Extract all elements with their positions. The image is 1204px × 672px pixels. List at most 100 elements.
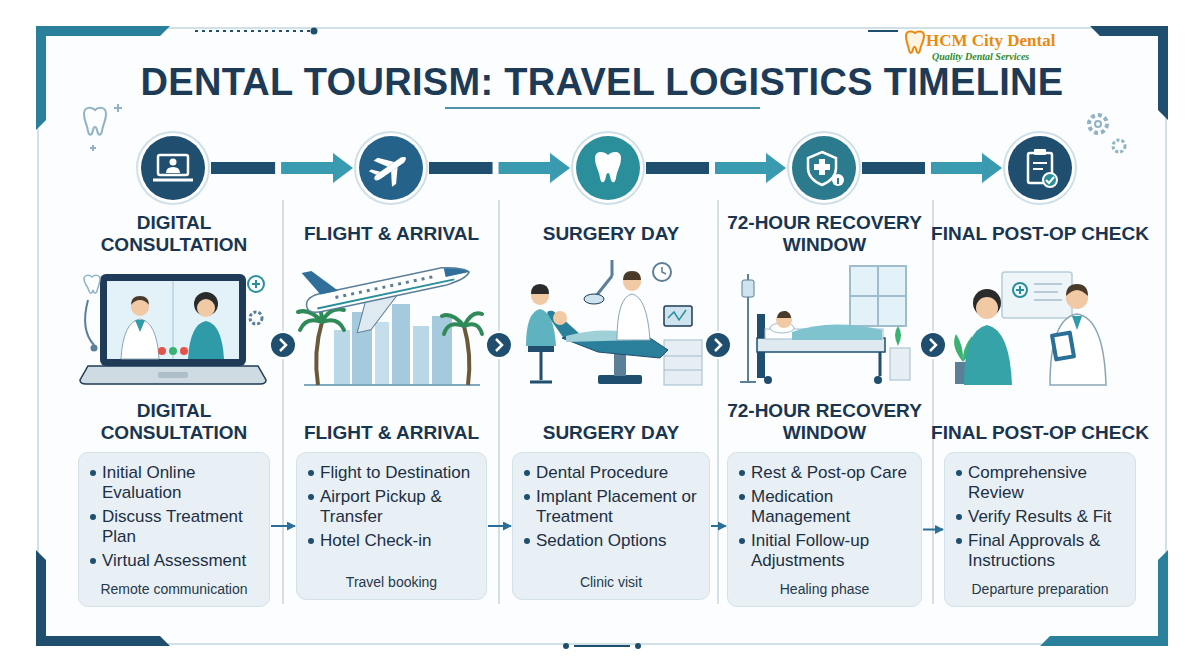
step-heading: SURGERY DAY [496,208,726,260]
step-icon [141,136,205,200]
post-op-check-illustration [1013,283,1027,297]
card-heading: FINAL POST-OP CHECK [930,422,1150,452]
step-card: FINAL POST-OP CHECKComprehensive ReviewV… [930,422,1150,607]
video-call-illustration [85,300,94,345]
flight-illustration [302,266,338,297]
step-icon [170,159,177,166]
video-call-illustration [255,280,257,288]
step-heading: 72-HOUR RECOVERY WINDOW [711,208,938,260]
step-icon [385,167,406,187]
video-call-illustration [248,276,264,292]
flight-illustration [334,330,350,385]
dental-clinic-illustration [531,284,549,294]
recovery-illustration [764,376,772,384]
video-call-illustration [169,347,177,355]
bullet-item: Initial Follow-up Adjustments [736,531,913,571]
post-op-check-illustration [1034,291,1058,293]
column-divider [932,359,934,604]
bullet-item: Virtual Assessment [87,551,261,571]
video-call-illustration [194,292,218,316]
step-arrow-bar [862,162,925,174]
flight-illustration [413,326,429,385]
page-frame [38,28,1166,644]
recovery-illustration [777,311,791,318]
video-call-illustration [80,274,266,384]
dental-clinic-illustration [598,375,642,384]
step-card: FLIGHT & ARRIVALFlight to DestinationAir… [282,422,501,600]
corner-icons [84,108,106,135]
step-icon [832,174,844,186]
flight-illustration [317,279,454,308]
dental-clinic-illustration [530,381,552,384]
card-footer: Departure preparation [953,575,1127,598]
bullet-item: Dental Procedure [521,463,701,483]
corner-icons [1095,121,1101,127]
video-call-illustration [121,319,159,359]
recovery-illustration [850,295,906,297]
post-op-check-illustration [1054,335,1071,357]
post-op-check-illustration [1034,283,1062,285]
bullet-item: Medication Management [736,487,913,527]
bullet-item: Final Approvals & Instructions [953,531,1127,571]
step-arrow-bar [715,162,766,174]
recovery-illustration [742,280,754,297]
flight-illustration [300,239,477,342]
video-call-illustration [158,372,188,378]
flight-illustration [442,313,482,334]
post-op-check-illustration [954,272,1106,385]
bullet-item: Discuss Treatment Plan [87,507,261,547]
step-arrow-bar [499,162,550,174]
dental-clinic-illustration [668,310,686,320]
post-op-check-illustration [1050,330,1077,361]
bullet-item: Airport Pickup & Transfer [305,487,478,527]
page-frame [635,643,641,649]
dental-clinic-illustration [526,309,556,346]
video-call-illustration [135,320,145,332]
dental-clinic-illustration [664,356,702,357]
dental-clinic-illustration [553,311,567,325]
chevron-button [706,333,730,357]
card-panel: Comprehensive ReviewVerify Results & Fit… [944,452,1136,607]
card-panel: Rest & Post-op CareMedication Management… [727,452,922,607]
corner-icons [1113,140,1125,152]
post-op-check-illustration [1050,314,1106,385]
step-arrow-bar [429,162,493,174]
page-frame [1090,26,1168,120]
diagram-title: DENTAL TOURISM: TRAVEL LOGISTICS TIMELIN… [141,62,1064,102]
dental-clinic-illustration [611,260,614,276]
dental-clinic-illustration [664,370,702,371]
logo-tooth [906,31,924,52]
step-icon [837,178,839,184]
step-icon [1046,177,1054,183]
dental-clinic-illustration [540,352,543,380]
column-divider [498,200,500,331]
step-icon [576,136,640,200]
column-divider [932,200,934,331]
column-divider [282,200,284,331]
card-panel: Flight to DestinationAirport Pickup & Tr… [296,452,487,600]
step-icon [158,155,188,175]
post-op-check-illustration [1066,284,1088,296]
page-frame [195,30,310,32]
column-divider [717,359,719,604]
step-card: SURGERY DAYDental ProcedureImplant Place… [498,422,724,600]
step-icon [137,132,1076,204]
card-heading: SURGERY DAY [498,422,724,452]
step-arrow-head [766,153,786,183]
video-call-illustration [107,281,239,359]
flow-connector [711,525,726,527]
column-divider [282,359,284,604]
dental-clinic-illustration [528,346,554,352]
bullet-item: Verify Results & Fit [953,507,1127,527]
step-icon [137,132,209,204]
post-op-check-illustration [1072,316,1082,330]
card-heading: FLIGHT & ARRIVAL [282,422,501,452]
corner-icons [1089,115,1107,133]
card-footer: Remote communication [87,575,261,598]
corner-icons [117,104,119,112]
logo-name: HCM City Dental [926,31,1055,51]
video-call-illustration [180,347,188,355]
dental-clinic-illustration [664,340,702,385]
card-heading: DIGITAL CONSULTATION [64,400,284,452]
